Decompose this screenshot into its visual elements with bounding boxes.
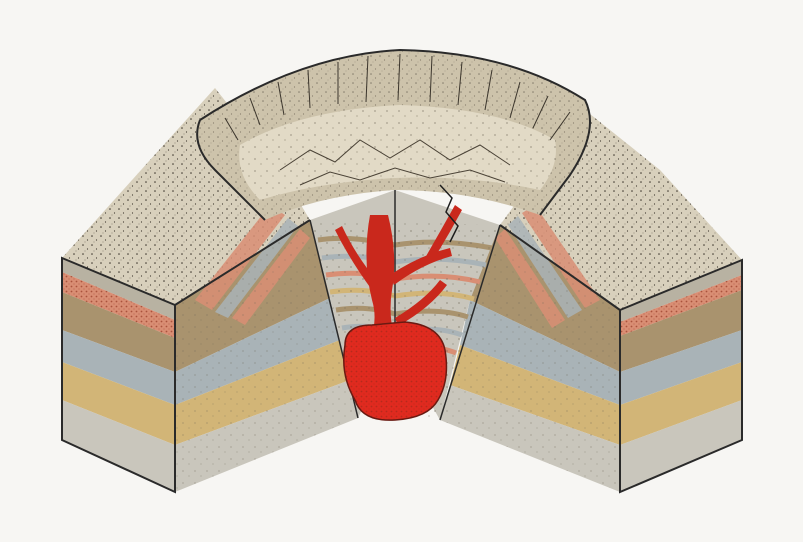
magma-branch-left xyxy=(335,226,378,290)
left-block-outline xyxy=(61,219,311,494)
fissure-line xyxy=(439,184,459,243)
rim-hachures xyxy=(224,53,571,141)
magma-branch-right xyxy=(390,248,452,285)
crater-ridges xyxy=(279,139,511,186)
volcano-cone xyxy=(196,48,591,221)
right-block xyxy=(440,110,743,494)
magma-system xyxy=(335,184,462,421)
left-block xyxy=(61,88,358,494)
right-block-outline xyxy=(499,224,743,494)
magma-branch-lower-right xyxy=(395,280,447,326)
right-side-face-strata xyxy=(440,205,620,492)
left-side-face-strata xyxy=(175,205,358,492)
right-front-face-strata xyxy=(620,260,742,492)
left-front-face-strata xyxy=(62,258,175,492)
magma-conduit-main xyxy=(366,215,395,340)
